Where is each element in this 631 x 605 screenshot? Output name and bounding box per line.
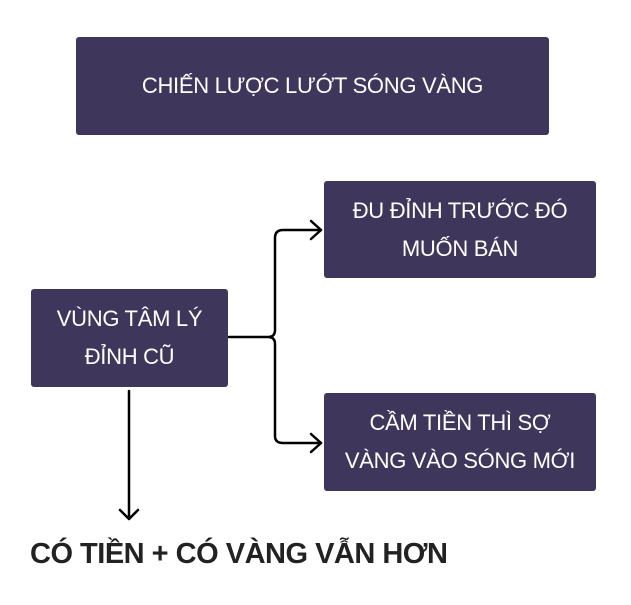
source-node: VÙNG TÂM LÝ ĐỈNH CŨ [31, 289, 228, 387]
title-box: CHIẾN LƯỢC LƯỚT SÓNG VÀNG [76, 37, 549, 135]
source-node-line2: ĐỈNH CŨ [84, 344, 175, 369]
source-node-line1: VÙNG TÂM LÝ [56, 306, 203, 331]
branch-bottom-line1: CẦM TIỀN THÌ SỢ [369, 410, 551, 435]
branch-node-bottom: CẦM TIỀN THÌ SỢ VÀNG VÀO SÓNG MỚI [324, 393, 596, 491]
branch-bottom-line2: VÀNG VÀO SÓNG MỚI [344, 448, 576, 473]
arrowhead-top [309, 219, 323, 241]
title-text: CHIẾN LƯỢC LƯỚT SÓNG VÀNG [141, 73, 484, 98]
down-arrow [118, 389, 140, 521]
branch-top-line1: ĐU ĐỈNH TRƯỚC ĐÓ [352, 197, 568, 223]
conclusion-text: CÓ TIỀN + CÓ VÀNG VẪN HƠN [30, 538, 448, 570]
branch-top-line2: MUỐN BÁN [401, 235, 519, 261]
branch-node-top: ĐU ĐỈNH TRƯỚC ĐÓ MUỐN BÁN [324, 181, 596, 278]
arrowhead-bottom [309, 432, 323, 454]
bracket-connector [227, 228, 323, 445]
